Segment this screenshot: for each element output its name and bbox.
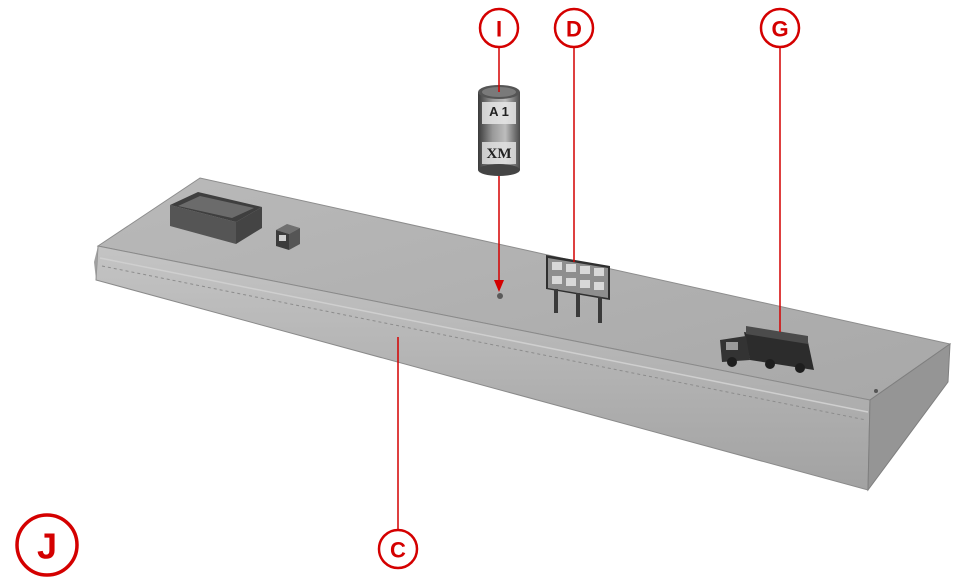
svg-text:J: J bbox=[37, 526, 57, 567]
callout-I: I bbox=[478, 7, 520, 49]
platform-left-end bbox=[94, 246, 98, 280]
callout-J: J bbox=[15, 513, 79, 577]
leader-lines bbox=[397, 47, 781, 530]
truck bbox=[720, 326, 814, 373]
callout-C: C bbox=[377, 528, 419, 570]
svg-text:D: D bbox=[566, 17, 582, 42]
small-cube bbox=[276, 224, 300, 250]
billboard bbox=[546, 255, 610, 323]
svg-text:C: C bbox=[390, 538, 406, 563]
platform-edge-highlight bbox=[99, 257, 869, 413]
callout-G: G bbox=[759, 7, 801, 49]
advertising-column: A 1 XM bbox=[478, 85, 520, 176]
can-label-bottom: XM bbox=[487, 146, 512, 162]
mounting-hole-right bbox=[874, 389, 878, 393]
platform-right-end bbox=[867, 343, 951, 492]
leader-I-arrowhead bbox=[494, 280, 504, 292]
platform-texture-line bbox=[101, 265, 867, 421]
svg-text:I: I bbox=[496, 17, 502, 42]
svg-text:G: G bbox=[771, 17, 788, 42]
can-label-top: A 1 bbox=[489, 104, 509, 119]
mounting-hole bbox=[497, 293, 503, 299]
trough-box bbox=[170, 192, 262, 244]
callout-D: D bbox=[553, 7, 595, 49]
